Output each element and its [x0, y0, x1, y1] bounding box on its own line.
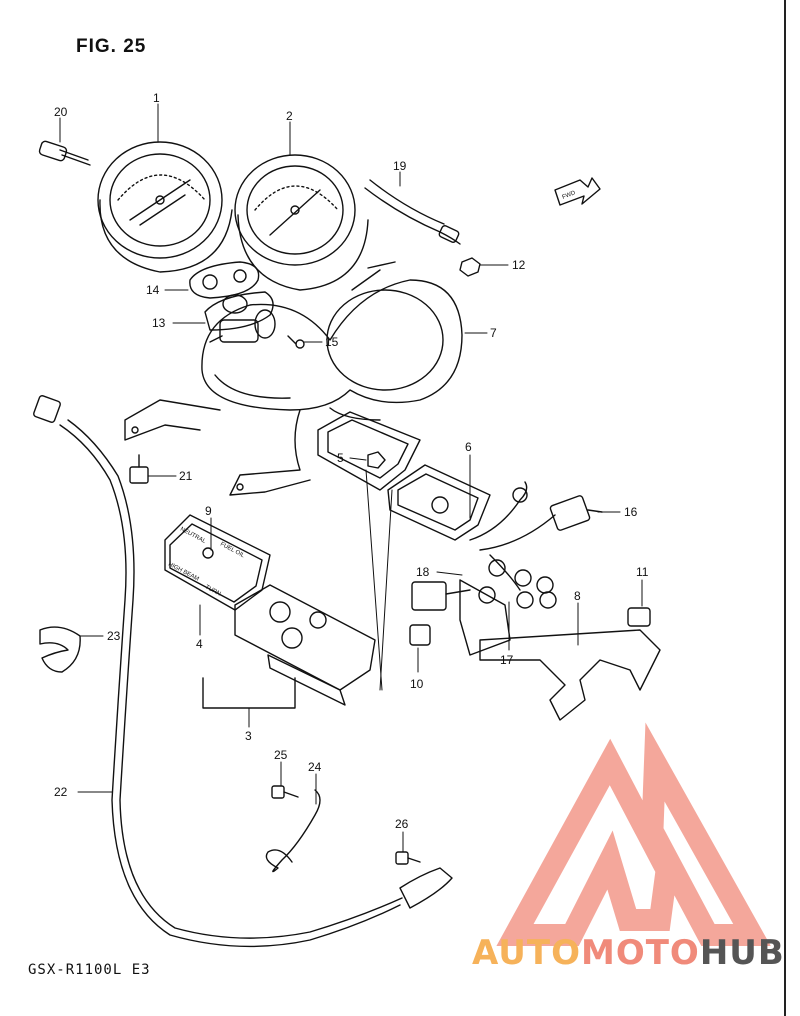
callout-18: 18 [416, 565, 430, 579]
callout-19: 19 [393, 159, 407, 173]
bracket-part-8 [479, 629, 661, 721]
clip-part-11 [627, 607, 651, 627]
screw-part-26 [395, 851, 421, 865]
gasket-part-14 [189, 261, 260, 299]
callout-14: 14 [146, 283, 160, 297]
bolt-part-21 [129, 454, 149, 484]
callout-26: 26 [395, 817, 409, 831]
callout-bracket-3 [202, 677, 296, 709]
watermark-text: AUTOMOTOHUB [472, 933, 785, 973]
callout-numbers: 20 1 2 19 12 14 13 15 7 5 6 21 9 16 11 1… [54, 91, 649, 831]
screw-part-25 [271, 785, 299, 799]
callout-9: 9 [205, 504, 212, 518]
bracket-part-13 [204, 291, 276, 343]
fwd-arrow-icon [554, 177, 601, 206]
figure-title: FIG. 25 [76, 36, 147, 57]
svg-text:AUTOMOTOHUB: AUTOMOTOHUB [472, 933, 785, 973]
watermark-moto: MOTO [581, 933, 700, 973]
callout-21: 21 [179, 469, 193, 483]
callout-8: 8 [574, 589, 581, 603]
callout-1: 1 [153, 91, 160, 105]
label-high-beam: HIGH BEAM [167, 561, 200, 582]
leader-lines [59, 103, 643, 853]
spring-clip-part-24 [265, 789, 321, 873]
clamp-part-23 [39, 626, 81, 673]
knob-part-20 [38, 140, 91, 166]
housing-part-7 [201, 261, 463, 411]
callout-17: 17 [500, 653, 514, 667]
callout-3: 3 [245, 729, 252, 743]
speedometer-part-2 [234, 154, 369, 291]
fwd-label: FWD [562, 190, 578, 201]
watermark-logo [496, 722, 771, 946]
tachometer-part-1 [97, 141, 233, 273]
callout-4: 4 [196, 637, 203, 651]
watermark-hub: HUB [700, 933, 785, 973]
callout-10: 10 [410, 677, 424, 691]
callout-11: 11 [636, 565, 649, 579]
cover-part-5 [317, 411, 421, 491]
screw-part-15 [287, 335, 305, 349]
callout-13: 13 [152, 316, 166, 330]
callout-24: 24 [308, 760, 322, 774]
callout-16: 16 [624, 505, 638, 519]
label-turn: TURN [204, 584, 222, 597]
nut-part-12 [459, 257, 481, 277]
housing-bracket [124, 399, 381, 496]
cable-part-22 [33, 395, 453, 948]
callout-7: 7 [490, 326, 497, 340]
model-label: GSX-R1100L E3 [28, 962, 151, 978]
wiring-harness [411, 481, 557, 656]
callout-12: 12 [512, 258, 526, 272]
callout-5: 5 [337, 451, 344, 465]
callout-25: 25 [274, 748, 288, 762]
cable-part-19 [364, 179, 461, 245]
connector-part-16 [549, 495, 603, 531]
callout-22: 22 [54, 785, 68, 799]
socket-housing-part-3 [234, 584, 376, 706]
panel-labels: NEUTRAL FUEL OIL HIGH BEAM TURN FWD [167, 190, 577, 598]
clip-part-10 [409, 624, 431, 646]
gasket-part-6 [387, 464, 491, 541]
callout-2: 2 [286, 109, 293, 123]
callout-6: 6 [465, 440, 472, 454]
callout-23: 23 [107, 629, 121, 643]
watermark-auto: AUTO [472, 933, 581, 973]
callout-15: 15 [325, 335, 339, 349]
callout-20: 20 [54, 105, 68, 119]
